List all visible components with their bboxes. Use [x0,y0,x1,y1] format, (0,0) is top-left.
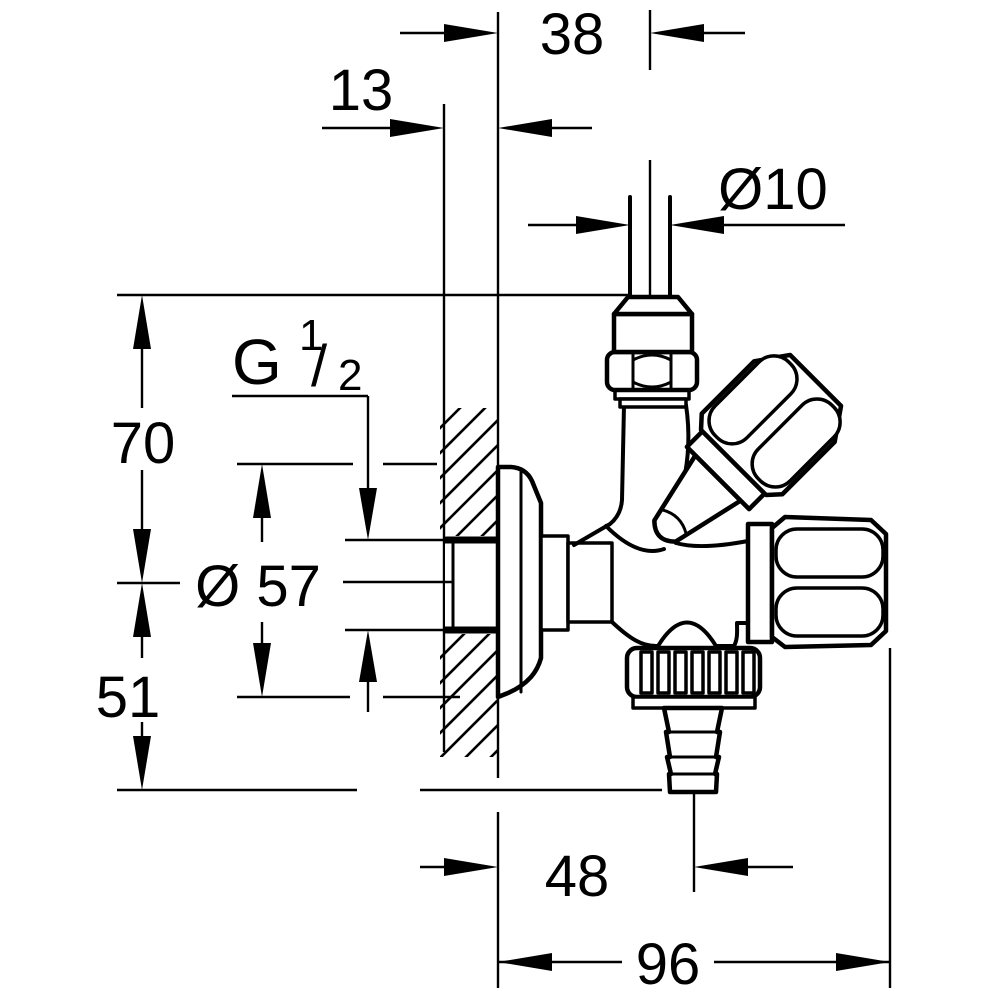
arrowhead-right-icon [444,24,498,42]
arrowhead-down-icon [133,529,151,583]
arrowhead-left-icon [498,119,552,137]
arrowhead-up-icon [253,464,271,518]
wall-flange [495,464,614,700]
arrowhead-left-icon [694,858,748,876]
dim-96-label: 96 [636,932,701,997]
riser-and-fitting [572,160,700,547]
handle-cap-lobe-bottom [750,397,842,489]
dimension-96: 96 [498,648,892,997]
arrowhead-right-icon [444,858,498,876]
hose-nipple [661,705,725,795]
dimension-70-51: 70 51 [96,293,662,792]
arrowhead-left-icon [670,216,724,234]
arrowhead-up-icon [133,295,151,349]
arrowhead-up-icon [133,583,151,637]
thread-label-g: G [232,326,282,398]
dim-70-label: 70 [111,411,176,476]
handle-cone [652,453,743,544]
outlet-cap-lobe-top [774,527,885,579]
flange-neck [539,534,570,632]
compression-nut-hex [604,349,700,393]
dim-pipe-diameter-label: Ø10 [718,157,828,222]
valve-body [604,524,750,648]
hex-facet-bottom-arc [631,380,673,389]
inlet-thread [343,536,498,634]
body-throat-curve [604,524,666,553]
thread-designation-g-half: G 1 / 2 [232,311,377,712]
dimension-flange-diameter: Ø 57 [195,462,460,699]
arrowhead-down-icon [359,488,377,540]
dim-13-label: 13 [329,58,394,123]
handle-cap-lobe-top [707,354,799,446]
outlet-nut [745,514,889,650]
arrowhead-left-icon [498,953,552,971]
dimension-13: 13 [322,58,592,137]
riser-collar-lower [618,397,688,409]
wall-hatching-upper [440,408,498,537]
dim-48-label: 48 [545,844,610,909]
wall-hatching-lower [440,633,498,757]
arrowhead-up-icon [359,630,377,682]
fitting-olive [611,294,695,317]
arrowhead-right-icon [576,216,630,234]
thread-label-numerator: 1 [299,311,323,360]
hex-facet-top-arc [631,353,673,362]
thread-label-slash: / [311,334,328,399]
thread-label-denominator: 2 [338,351,362,400]
body-dome [656,620,750,648]
arrowhead-left-icon [650,24,704,42]
handle-cone-tip-line [660,508,688,536]
fitting-sleeve [611,311,695,355]
dim-38-label: 38 [540,2,605,67]
riser-left-edge [572,403,626,547]
body-hex-block [566,541,614,624]
shutoff-handle [652,352,844,544]
outlet-collar [745,521,775,645]
hose-union [624,645,763,892]
dimension-48: 48 [420,812,793,988]
dimension-38: 38 [400,2,745,70]
arrowhead-right-icon [390,119,444,137]
dim-flange-diameter-label: Ø 57 [195,554,321,619]
wall-section [440,12,500,778]
dimension-pipe-diameter: Ø10 [528,157,845,234]
arrowhead-down-icon [133,736,151,790]
outlet-cap-lobe-bottom [774,586,885,638]
wheel-teeth [639,650,756,695]
arrowhead-down-icon [253,643,271,697]
arrowhead-right-icon [836,953,890,971]
body-bottom-left-curve [610,620,660,648]
outlet-stub-top [674,539,750,549]
dim-51-label: 51 [96,665,161,730]
